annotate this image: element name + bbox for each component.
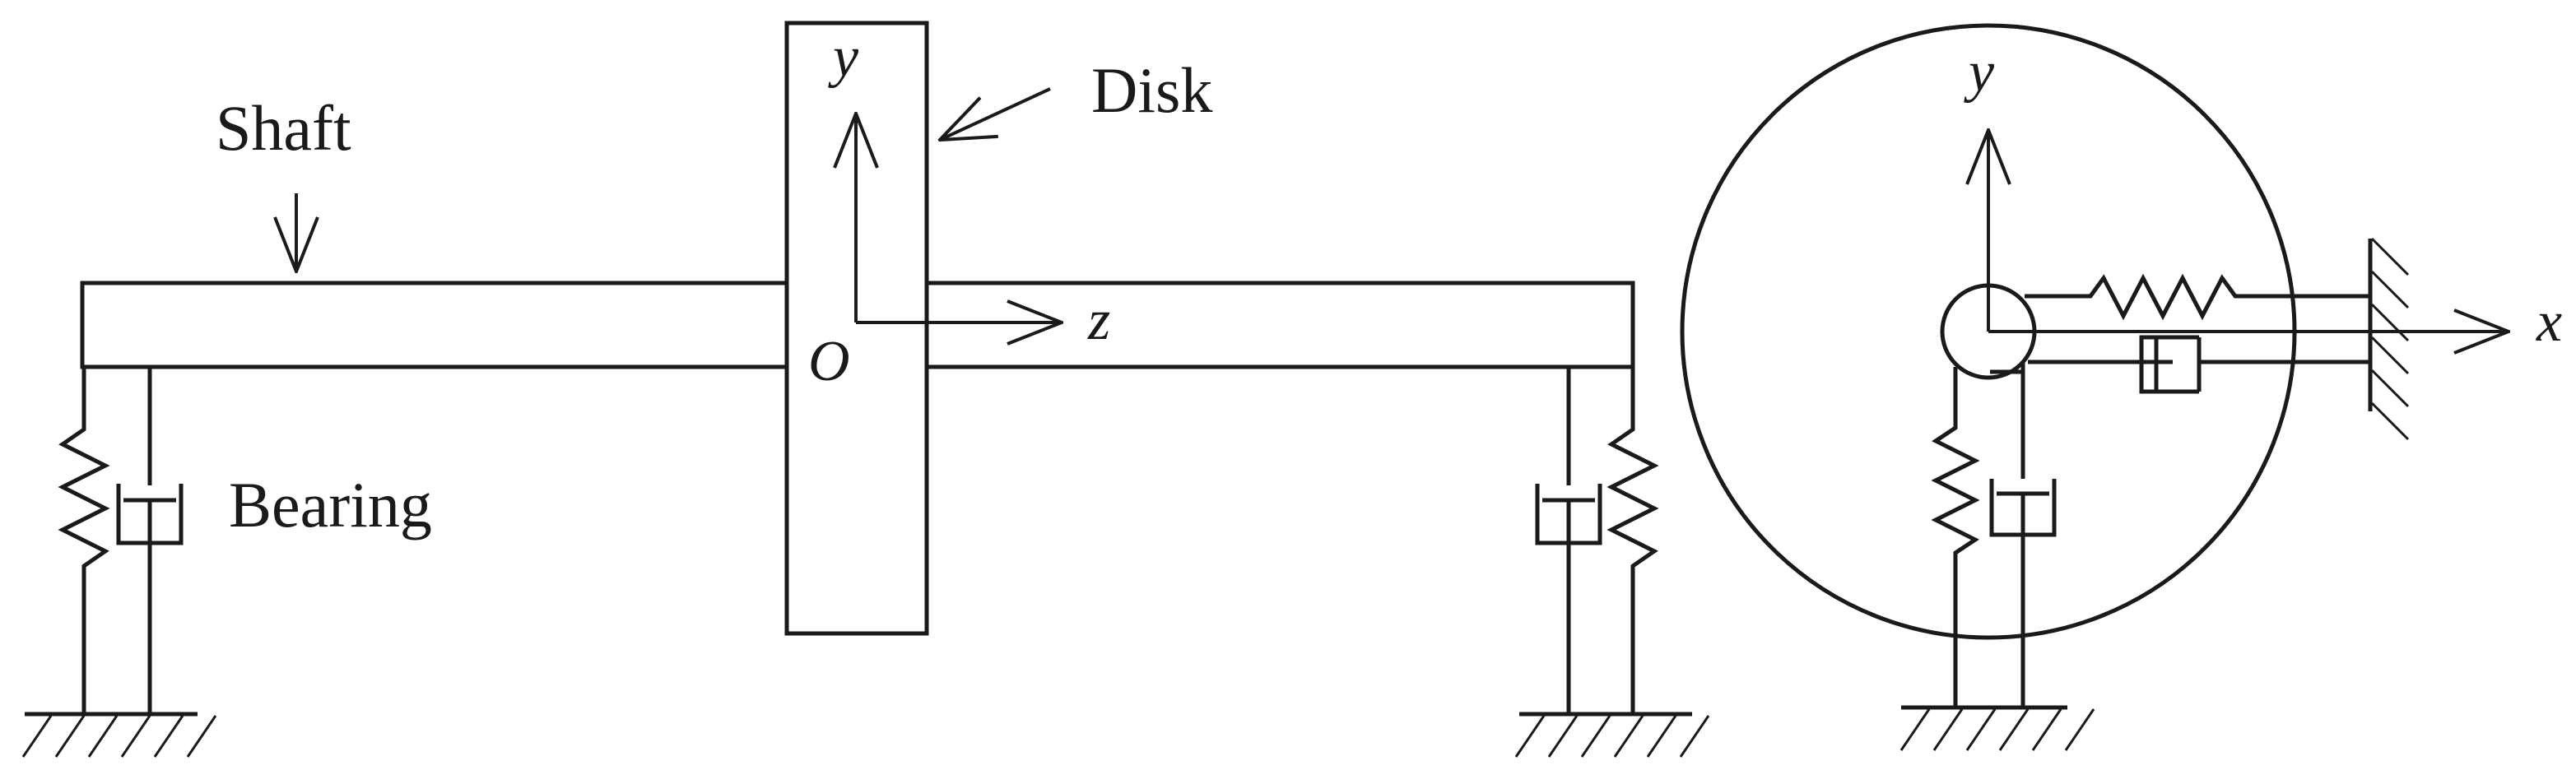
side-view: Shaft Disk y z O Bearing [21, 21, 1710, 758]
end-y-axis-label: y [1964, 40, 1995, 104]
bearing-label: Bearing [229, 469, 432, 540]
z-axis-label: z [1087, 289, 1110, 352]
left-spring [58, 367, 110, 714]
shaft-label: Shaft [216, 92, 351, 164]
horizontal-damper [2028, 335, 2370, 394]
left-bearing [21, 367, 217, 758]
vertical-spring [1931, 367, 1980, 707]
vertical-damper [1989, 362, 2057, 707]
horizontal-spring [2025, 273, 2370, 321]
end-view: y x [1680, 23, 2562, 751]
end-ground [1899, 705, 2095, 751]
right-spring [1607, 367, 1659, 714]
disk-arrow [940, 87, 1051, 140]
x-axis-label: x [2536, 290, 2562, 354]
disk-label: Disk [1091, 54, 1212, 126]
y-axis-label: y [828, 26, 859, 89]
wall [2368, 237, 2410, 441]
origin-label: O [808, 330, 850, 393]
right-bearing [1514, 367, 1710, 758]
